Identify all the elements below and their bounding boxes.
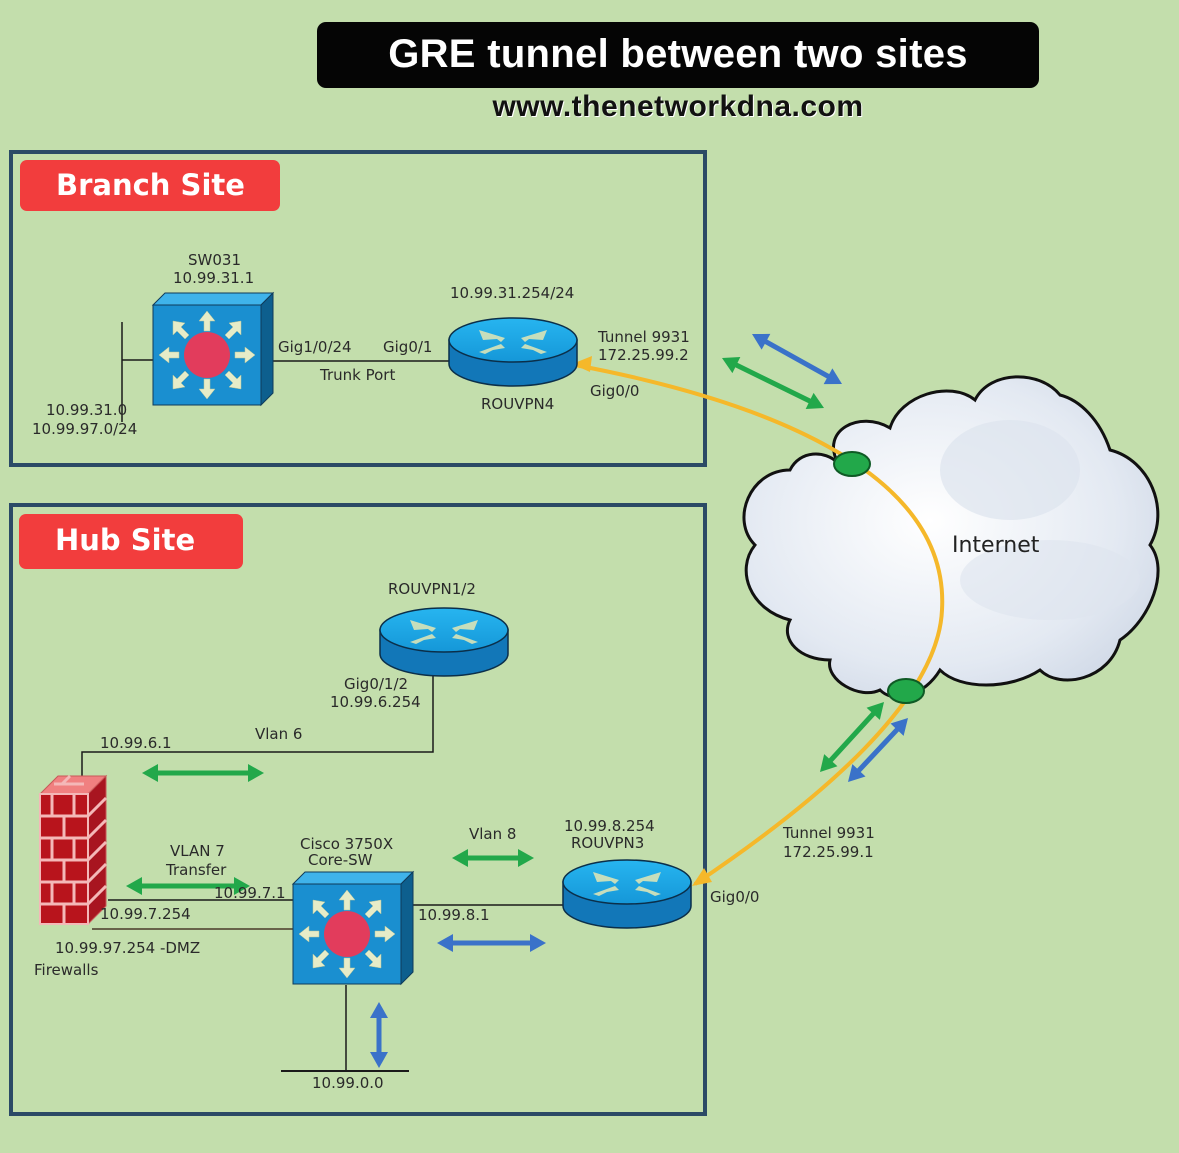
tunnel-arrowhead-branch — [572, 356, 592, 372]
internet-interface-top — [833, 451, 871, 477]
branch-site-box — [9, 150, 707, 467]
sw031-port: Gig1/0/24 — [278, 338, 352, 356]
hub-site-badge: Hub Site — [19, 514, 243, 569]
rouvpn3-tunnel-ip: 172.25.99.1 — [783, 843, 874, 861]
core-switch-role: Core-SW — [308, 851, 373, 869]
core-switch-icon — [292, 871, 414, 985]
website-url: www.thenetworkdna.com — [492, 90, 864, 123]
gre-tunnel-path — [574, 363, 945, 886]
trunk-port-label: Trunk Port — [320, 366, 396, 384]
router-rouvpn4-icon — [448, 317, 578, 387]
tunnel-arrowhead-hub — [692, 868, 712, 886]
branch-wan-arrow-blue — [752, 333, 842, 385]
rouvpn4-wan-port: Gig0/0 — [590, 382, 640, 400]
rouvpn12-name: ROUVPN1/2 — [388, 580, 476, 598]
diagram-title: GRE tunnel between two sites — [317, 22, 1039, 88]
internet-cloud-icon — [742, 375, 1160, 699]
vlan6-link — [81, 670, 434, 780]
rouvpn4-ip: 10.99.31.254/24 — [450, 284, 575, 302]
hub-wan-arrow-blue — [848, 718, 908, 782]
hub-site-box — [9, 503, 707, 1116]
firewall-transfer-ip: 10.99.7.254 — [100, 905, 191, 923]
firewall-icon — [38, 774, 108, 926]
internet-label: Internet — [952, 533, 1040, 558]
rouvpn3-tunnel: Tunnel 9931 — [783, 824, 875, 842]
router-rouvpn3-icon — [562, 859, 692, 929]
hub-wan-arrow-green — [820, 702, 884, 772]
core-vlan8-ip: 10.99.8.1 — [418, 906, 490, 924]
firewall-vlan6-ip: 10.99.6.1 — [100, 734, 172, 752]
sw031-name: SW031 — [188, 251, 241, 269]
vlan8-label: Vlan 8 — [469, 825, 517, 843]
rouvpn3-ip: 10.99.8.254 — [564, 817, 655, 835]
core-lan-arrow — [370, 1002, 388, 1068]
core-vlan7-ip: 10.99.7.1 — [214, 884, 286, 902]
core-rouvpn3-arrow — [437, 934, 546, 952]
rouvpn3-wan-port: Gig0/0 — [710, 888, 760, 906]
rouvpn4-name: ROUVPN4 — [481, 395, 555, 413]
internet-interface-bottom — [887, 678, 925, 704]
vlan8-arrow — [452, 849, 534, 867]
branch-lan-ip1: 10.99.31.0 — [46, 401, 128, 419]
rouvpn12-ip: 10.99.6.254 — [330, 693, 421, 711]
branch-site-badge: Branch Site — [20, 160, 280, 211]
router-rouvpn12-icon — [379, 607, 509, 677]
vlan7-arrow — [126, 877, 250, 895]
rouvpn12-port: Gig0/1/2 — [344, 675, 409, 693]
core-lan-ip: 10.99.0.0 — [312, 1074, 384, 1092]
rouvpn4-tunnel: Tunnel 9931 — [598, 328, 690, 346]
switch-sw031-icon — [152, 292, 274, 406]
firewall-name: Firewalls — [34, 961, 99, 979]
vlan6-arrow — [142, 764, 264, 782]
vlan7-transfer-label: Transfer — [166, 861, 227, 879]
branch-wan-arrow-green — [722, 356, 824, 410]
rouvpn3-name: ROUVPN3 — [571, 834, 645, 852]
firewall-dmz-ip: 10.99.97.254 -DMZ — [55, 939, 201, 957]
vlan6-label: Vlan 6 — [255, 725, 303, 743]
branch-lan-ip2: 10.99.97.0/24 — [32, 420, 138, 438]
vlan7-label: VLAN 7 — [170, 842, 225, 860]
rouvpn4-tunnel-ip: 172.25.99.2 — [598, 346, 689, 364]
core-switch-model: Cisco 3750X — [300, 835, 394, 853]
sw031-ip: 10.99.31.1 — [173, 269, 255, 287]
rouvpn4-lan-port: Gig0/1 — [383, 338, 433, 356]
